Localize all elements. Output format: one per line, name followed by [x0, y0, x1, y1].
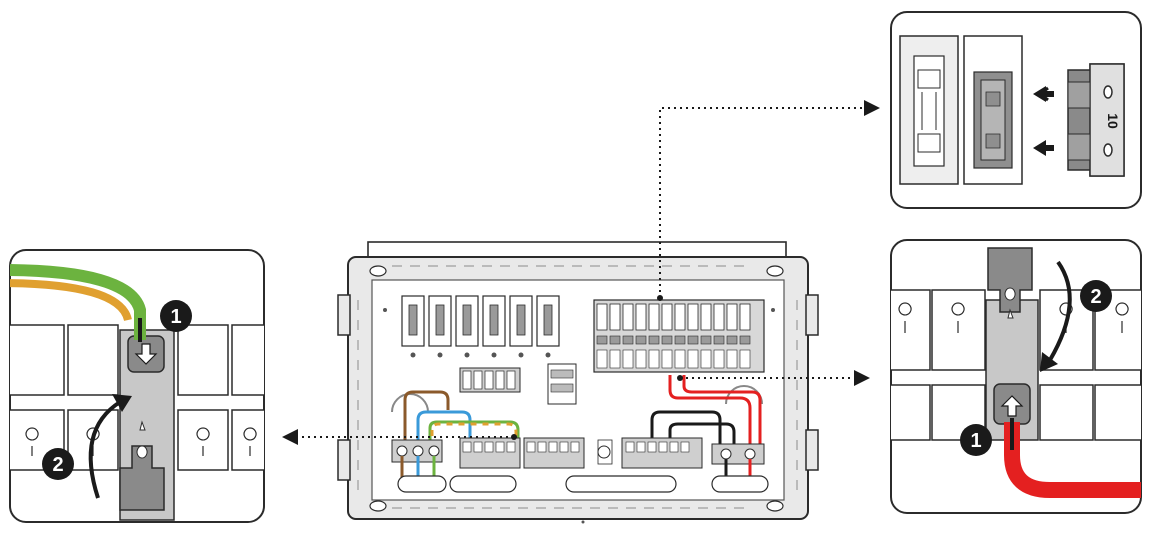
release-lever: [119, 420, 165, 511]
arrow-right-icon: [864, 100, 880, 116]
lower-terminal-strips: [459, 437, 703, 469]
fuse-holder-row: [401, 295, 560, 358]
fuse-rating-label: 10: [1105, 113, 1121, 129]
arrow-left-icon: [282, 429, 298, 445]
dc-wires: [650, 375, 762, 452]
step-2-badge: [1080, 280, 1112, 312]
step-1-label: 1: [170, 306, 181, 328]
step-1-badge: [960, 424, 992, 456]
fuse-insert: 10: [1067, 63, 1125, 177]
pe-wire: [10, 264, 146, 340]
ac-wires: [403, 390, 520, 448]
leader-arrowheads: [282, 100, 880, 445]
release-lever: [987, 247, 1033, 319]
signal-terminal-block: [593, 299, 765, 373]
red-dc-wire: [1004, 422, 1141, 498]
cable-glands: [397, 475, 769, 493]
arrow-up-icon: [1000, 395, 1024, 417]
step-2-label: 2: [1090, 286, 1101, 308]
step-2-badge: [42, 448, 74, 480]
curved-arrow-icon: [88, 400, 122, 499]
main-enclosure: [337, 241, 819, 520]
arrow-left-icon: [1033, 86, 1046, 102]
callout-fuse-insert: 10: [890, 11, 1142, 209]
arrow-down-icon: [134, 343, 158, 365]
callout-ac-terminal: 1 2: [9, 249, 265, 523]
arrow-right-icon: [854, 370, 870, 386]
step-1-label: 1: [970, 430, 981, 452]
step-1-badge: [160, 300, 192, 332]
arrow-left-icon: [1033, 140, 1046, 156]
leader-lines: [296, 107, 866, 438]
curved-arrow-icon: [1048, 260, 1072, 362]
callout-dc-terminal: 2 1: [890, 239, 1142, 514]
step-2-label: 2: [52, 454, 63, 476]
